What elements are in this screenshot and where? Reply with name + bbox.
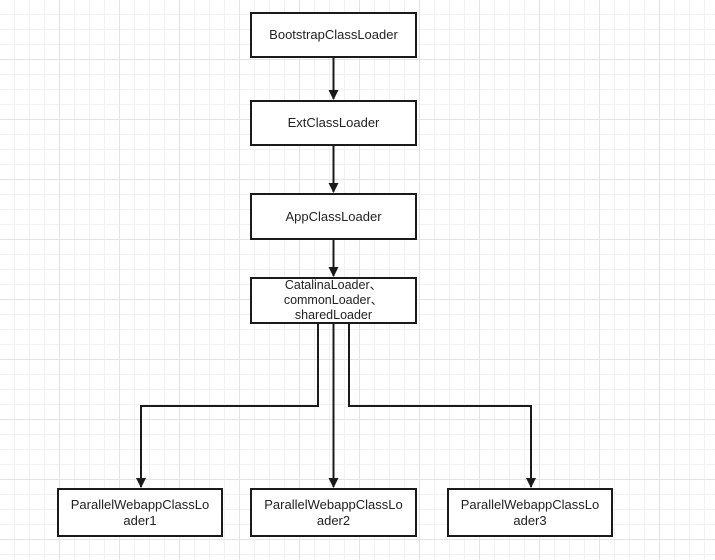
arrow-catalina-to-webapp3 [348,324,536,488]
app-class-loader-node: AppClassLoader [250,193,417,240]
catalina-common-shared-loader-label: CatalinaLoader、 commonLoader、 sharedLoad… [283,278,384,322]
parallel-webapp-class-loader-3-node: ParallelWebappClassLo ader3 [447,488,613,537]
parallel-webapp-class-loader-3-label: ParallelWebappClassLo ader3 [460,496,600,528]
ext-class-loader-node: ExtClassLoader [250,100,417,146]
parallel-webapp-class-loader-1-node: ParallelWebappClassLo ader1 [57,488,223,537]
ext-class-loader-label: ExtClassLoader [287,115,380,130]
parallel-webapp-class-loader-2-label: ParallelWebappClassLo ader2 [264,496,403,528]
parallel-webapp-class-loader-1-label: ParallelWebappClassLo ader1 [70,496,210,528]
parallel-webapp-class-loader-2-node: ParallelWebappClassLo ader2 [250,488,417,537]
arrow-catalina-to-webapp1 [136,324,319,488]
bootstrap-class-loader-label: BootstrapClassLoader [269,27,398,42]
app-class-loader-label: AppClassLoader [285,208,382,224]
bootstrap-class-loader-node: BootstrapClassLoader [250,12,417,58]
catalina-common-shared-loader-node: CatalinaLoader、 commonLoader、 sharedLoad… [250,277,417,324]
